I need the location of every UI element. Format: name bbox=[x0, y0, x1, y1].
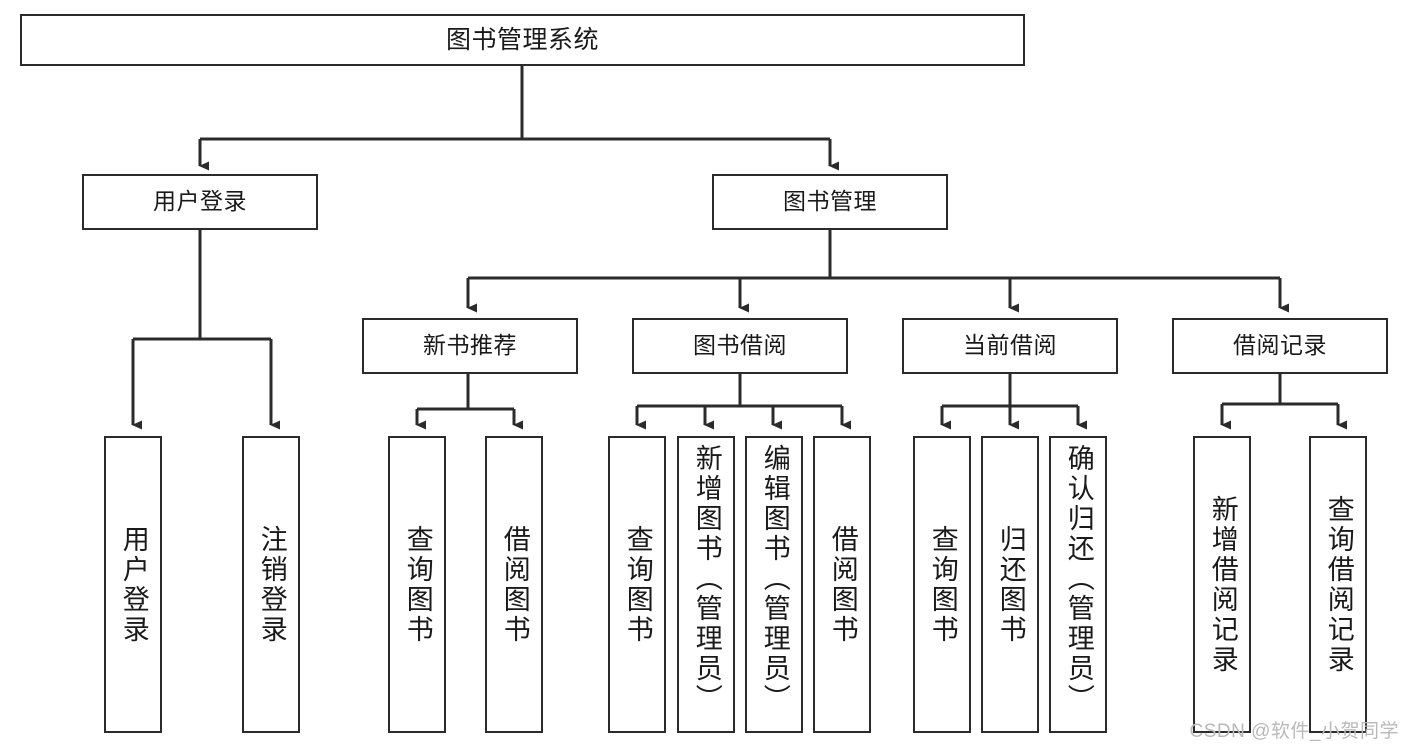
node-leaf-edit-book-admin-label: 编辑图书（管理员） bbox=[759, 444, 790, 714]
node-leaf-confirm-return-admin-label: 确认归还（管理员） bbox=[1063, 444, 1094, 714]
node-leaf-add-book-admin-label: 新增图书（管理员） bbox=[691, 444, 722, 714]
node-leaf-add-borrow-record-label: 新增借阅记录 bbox=[1207, 494, 1238, 675]
node-leaf-query-book-current-label: 查询图书 bbox=[927, 524, 958, 645]
node-root[interactable]: 图书管理系统 bbox=[20, 14, 1025, 66]
node-book-management-label: 图书管理 bbox=[783, 188, 877, 215]
watermark: CSDN @软件_小贺同学 bbox=[1189, 721, 1399, 742]
node-leaf-query-borrow-record-label: 查询借阅记录 bbox=[1323, 494, 1354, 675]
node-book-borrow[interactable]: 图书借阅 bbox=[632, 318, 848, 374]
node-leaf-logout[interactable]: 注销登录 bbox=[242, 436, 300, 733]
node-leaf-add-borrow-record[interactable]: 新增借阅记录 bbox=[1193, 436, 1251, 733]
node-current-borrow[interactable]: 当前借阅 bbox=[902, 318, 1118, 374]
node-leaf-query-book-borrow[interactable]: 查询图书 bbox=[608, 436, 666, 733]
node-leaf-query-book-borrow-label: 查询图书 bbox=[622, 524, 653, 645]
node-leaf-logout-label: 注销登录 bbox=[256, 524, 287, 645]
node-leaf-query-book-recommend-label: 查询图书 bbox=[402, 524, 433, 645]
node-book-borrow-label: 图书借阅 bbox=[693, 332, 787, 359]
node-leaf-return-book-label: 归还图书 bbox=[995, 524, 1026, 645]
node-leaf-query-borrow-record[interactable]: 查询借阅记录 bbox=[1309, 436, 1367, 733]
node-leaf-query-book-recommend[interactable]: 查询图书 bbox=[388, 436, 446, 733]
node-user-login-label: 用户登录 bbox=[153, 188, 247, 215]
node-leaf-confirm-return-admin[interactable]: 确认归还（管理员） bbox=[1049, 436, 1107, 733]
node-leaf-edit-book-admin[interactable]: 编辑图书（管理员） bbox=[745, 436, 803, 733]
node-leaf-user-login-label: 用户登录 bbox=[118, 524, 149, 645]
node-user-login[interactable]: 用户登录 bbox=[82, 174, 318, 230]
node-leaf-query-book-current[interactable]: 查询图书 bbox=[913, 436, 971, 733]
node-leaf-borrow-book-recommend-label: 借阅图书 bbox=[499, 524, 530, 645]
node-leaf-user-login[interactable]: 用户登录 bbox=[104, 436, 162, 733]
node-leaf-return-book[interactable]: 归还图书 bbox=[981, 436, 1039, 733]
node-borrow-record[interactable]: 借阅记录 bbox=[1172, 318, 1388, 374]
node-current-borrow-label: 当前借阅 bbox=[963, 332, 1057, 359]
node-leaf-borrow-book-recommend[interactable]: 借阅图书 bbox=[485, 436, 543, 733]
node-root-label: 图书管理系统 bbox=[445, 26, 599, 54]
node-leaf-borrow-book[interactable]: 借阅图书 bbox=[813, 436, 871, 733]
node-borrow-record-label: 借阅记录 bbox=[1233, 332, 1327, 359]
node-leaf-borrow-book-label: 借阅图书 bbox=[827, 524, 858, 645]
node-new-book-recommend-label: 新书推荐 bbox=[423, 332, 517, 359]
node-leaf-add-book-admin[interactable]: 新增图书（管理员） bbox=[677, 436, 735, 733]
node-book-management[interactable]: 图书管理 bbox=[712, 174, 948, 230]
node-new-book-recommend[interactable]: 新书推荐 bbox=[362, 318, 578, 374]
